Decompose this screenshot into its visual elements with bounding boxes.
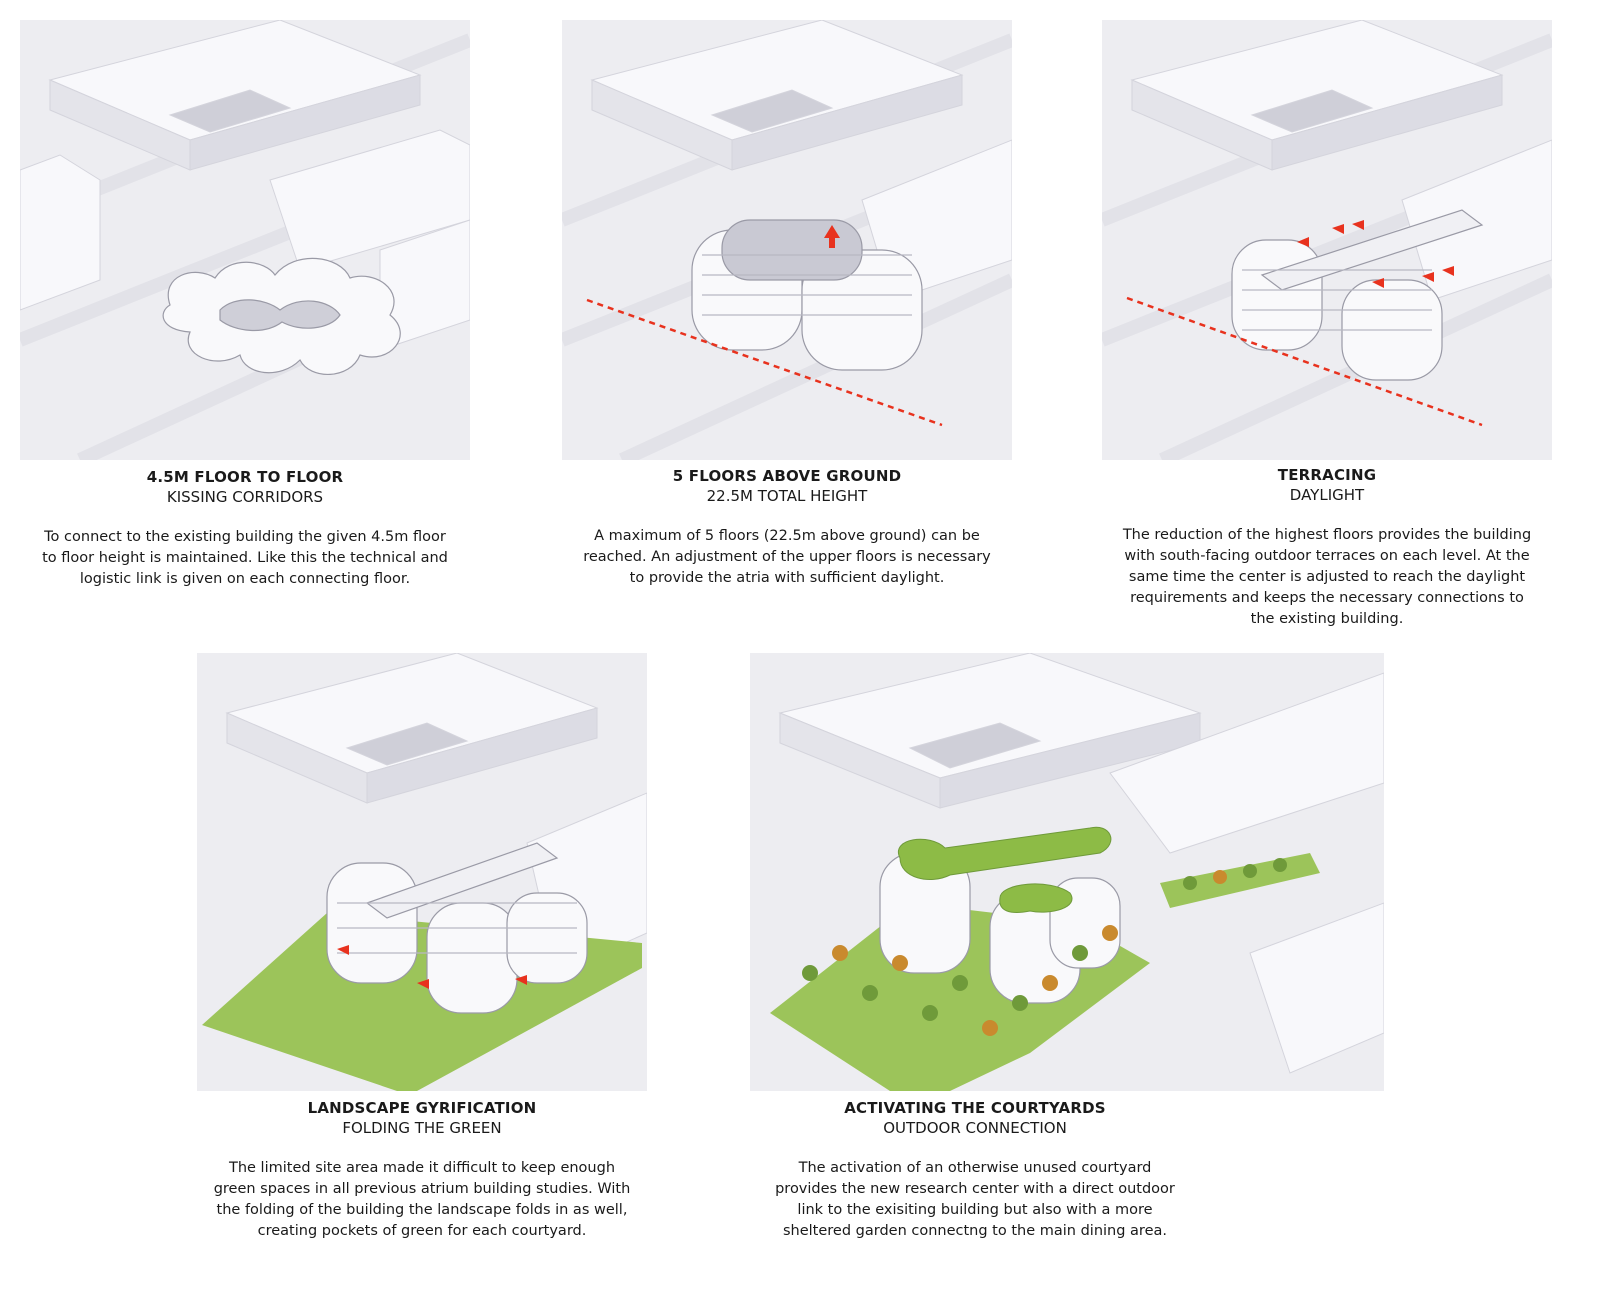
context-buildings — [20, 20, 470, 351]
diagram-folding-green — [197, 653, 647, 1091]
panel-title: 5 FLOORS ABOVE GROUND — [672, 467, 902, 485]
panel-subtitle: 22.5M TOTAL HEIGHT — [706, 487, 868, 505]
diagram-kissing-corridors — [20, 20, 470, 460]
diagram-courtyards — [750, 653, 1384, 1091]
ring-building — [162, 257, 401, 375]
axonometric-render — [562, 20, 1012, 460]
context-buildings — [778, 653, 1384, 1074]
axonometric-render — [197, 653, 647, 1091]
diagram-terracing — [1102, 20, 1552, 460]
building-volume — [879, 852, 1121, 1004]
south-boundary-line — [586, 298, 943, 427]
diagram-five-floors — [562, 20, 1012, 460]
terraced-building — [1231, 209, 1484, 381]
panel-subtitle: FOLDING THE GREEN — [342, 1119, 502, 1137]
panel-title: 4.5M FLOOR TO FLOOR — [146, 468, 344, 486]
stacked-floors — [691, 219, 923, 371]
panel-description: The limited site area made it difficult … — [213, 1160, 631, 1239]
axonometric-render — [750, 653, 1384, 1091]
panel-title: ACTIVATING THE COURTYARDS — [844, 1099, 1106, 1117]
panel-subtitle: DAYLIGHT — [1289, 486, 1365, 504]
trees — [802, 858, 1287, 1036]
green-roofs — [897, 826, 1112, 913]
red-arrows — [337, 945, 527, 989]
red-arrow — [824, 225, 840, 248]
panel-subtitle: OUTDOOR CONNECTION — [883, 1119, 1067, 1137]
panel-description: A maximum of 5 floors (22.5m above groun… — [583, 528, 991, 586]
panel-title: LANDSCAPE GYRIFICATION — [307, 1099, 537, 1117]
panel-description: The activation of an otherwise unused co… — [775, 1160, 1175, 1239]
context-buildings — [1130, 20, 1552, 301]
building-volume — [326, 842, 588, 1014]
axonometric-render — [20, 20, 470, 460]
panel-description: To connect to the existing building the … — [42, 529, 448, 587]
panel-subtitle: KISSING CORRIDORS — [166, 488, 324, 506]
panel-title: TERRACING — [1277, 466, 1377, 484]
south-boundary-line — [1126, 296, 1483, 427]
red-arrows — [1297, 220, 1454, 288]
panel-description: The reduction of the highest floors prov… — [1122, 527, 1532, 627]
axonometric-render — [1102, 20, 1552, 460]
